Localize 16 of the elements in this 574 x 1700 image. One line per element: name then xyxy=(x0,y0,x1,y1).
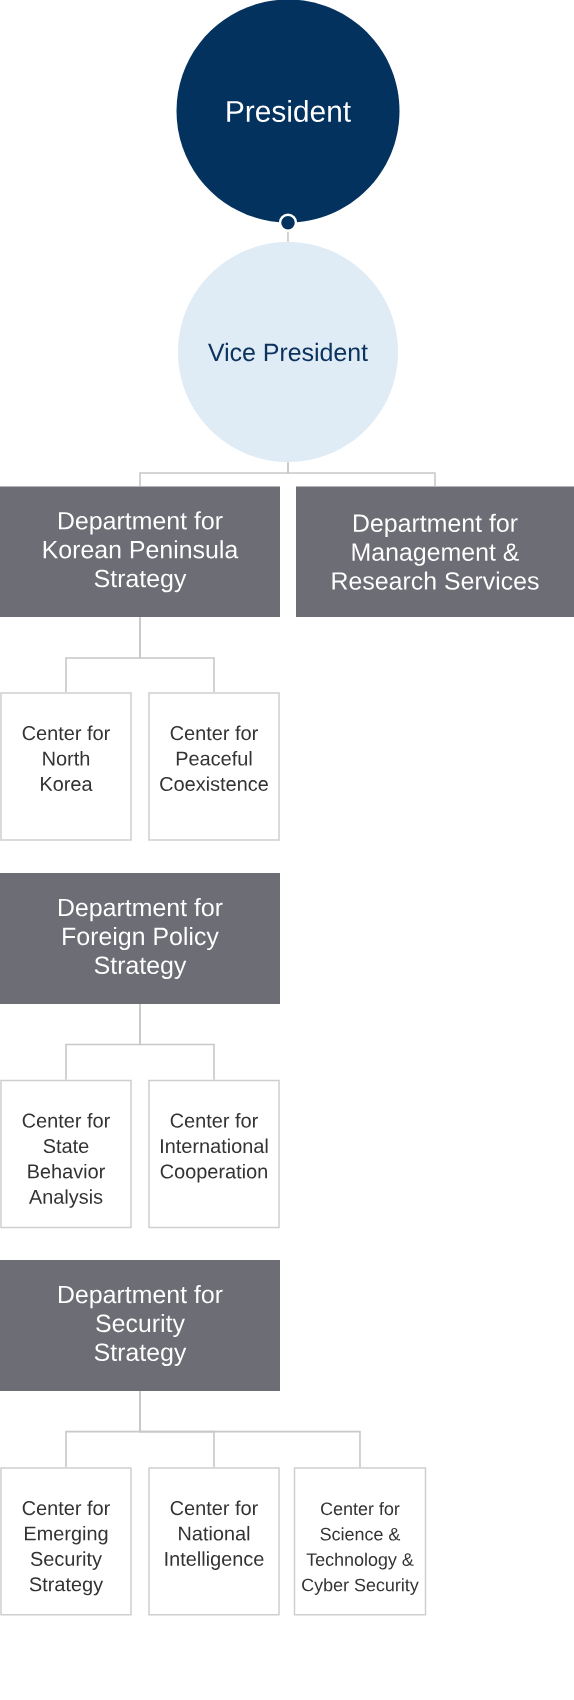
connector-line xyxy=(139,1003,215,1081)
connector-line xyxy=(139,616,215,694)
department-box: Department for Security Strategy xyxy=(0,1260,280,1391)
center-box: Center for Peaceful Coexistence xyxy=(148,692,280,841)
center-box: Center for Emerging Security Strategy xyxy=(0,1467,132,1616)
connector-line xyxy=(278,213,298,243)
connector-line xyxy=(139,1390,361,1468)
center-box: Center for North Korea xyxy=(0,692,132,841)
center-box: Center for State Behavior Analysis xyxy=(0,1079,132,1229)
department-box: Department for Korean Peninsula Strategy xyxy=(0,486,280,617)
center-box: Center for Science & Technology & Cyber Security xyxy=(293,1467,427,1616)
center-box: Center for National Intelligence xyxy=(148,1467,280,1616)
connector-line xyxy=(287,461,436,488)
department-box: Department for Foreign Policy Strategy xyxy=(0,873,280,1004)
department-box: Department for Management & Research Services xyxy=(296,486,574,617)
center-box: Center for International Cooperation xyxy=(148,1079,280,1229)
